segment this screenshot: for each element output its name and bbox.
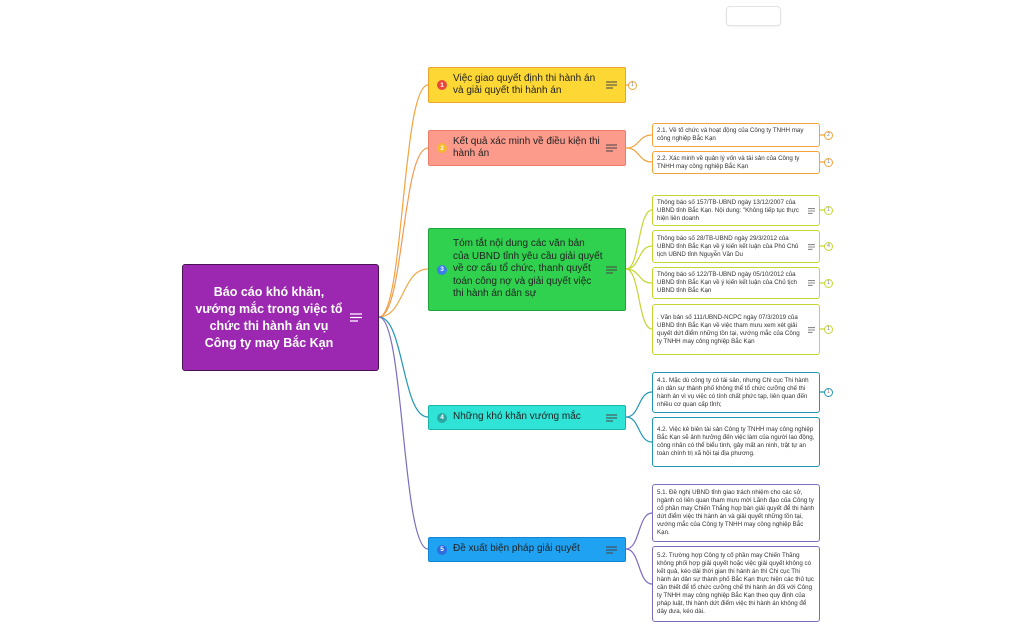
subtopic-text: Thông báo số 28/TB-UBND ngày 29/3/2012 c… (657, 234, 799, 258)
main-topic-5[interactable]: 5 Đề xuất biện pháp giải quyết (428, 537, 626, 562)
notes-icon[interactable] (808, 326, 815, 333)
subtopic-text: Thông báo số 122/TB-UBND ngày 05/10/2012… (657, 271, 797, 294)
notes-icon[interactable] (606, 81, 617, 89)
subtopic-3-2[interactable]: Thông báo số 28/TB-UBND ngày 29/3/2012 c… (652, 230, 820, 263)
main-topic-2[interactable]: 2 Kết quả xác minh về điều kiện thi hành… (428, 130, 626, 166)
main-topic-title: Tóm tắt nội dung các văn bản của UBND tỉ… (453, 238, 603, 300)
connector-line (625, 548, 653, 585)
priority-marker-icon[interactable]: 3 (437, 264, 447, 275)
collapsed-count-badge[interactable]: 1 (824, 325, 833, 334)
subtopic-text: 2.2. Xác minh về quản lý vốn và tài sản … (657, 154, 800, 170)
main-topic-title: Việc giao quyết định thi hành án và giải… (453, 72, 596, 97)
notes-icon[interactable] (808, 243, 815, 250)
notes-icon[interactable] (606, 545, 617, 554)
subtopic-text: 4.1. Mặc dù công ty có tài sản, nhưng Ch… (657, 376, 809, 408)
subtopic-3-3[interactable]: Thông báo số 122/TB-UBND ngày 05/10/2012… (652, 267, 820, 299)
subtopic-2-2[interactable]: 2.2. Xác minh về quản lý vốn và tài sản … (652, 151, 820, 174)
collapsed-count-badge[interactable]: 1 (824, 279, 833, 288)
main-topic-3[interactable]: 3 Tóm tắt nội dung các văn bản của UBND … (428, 228, 626, 311)
top-floating-panel[interactable] (726, 6, 781, 26)
subtopic-text: 5.1. Đề nghị UBND tỉnh giao trách nhiệm … (657, 489, 815, 536)
connector-line (378, 84, 429, 318)
subtopic-3-1[interactable]: Thông báo số 157/TB-UBND ngày 13/12/2007… (652, 195, 820, 226)
connector-line (378, 147, 429, 318)
notes-icon[interactable] (606, 144, 617, 152)
collapsed-count-badge[interactable]: 1 (824, 388, 833, 397)
connector-line (625, 134, 653, 149)
collapsed-count-badge[interactable]: 1 (824, 158, 833, 167)
priority-marker-icon[interactable]: 5 (437, 544, 447, 555)
main-topic-title: Đề xuất biện pháp giải quyết (453, 543, 580, 555)
collapsed-count-badge[interactable]: 1 (628, 81, 637, 90)
priority-marker-icon[interactable]: 1 (437, 80, 447, 90)
notes-icon[interactable] (606, 265, 617, 274)
notes-icon[interactable] (350, 313, 362, 322)
connector-line (378, 316, 429, 418)
subtopic-text: 5.2. Trường hợp Công ty cổ phần may Chiế… (657, 552, 814, 615)
subtopic-text: 2.1. Về tổ chức và hoạt động của Công ty… (657, 127, 804, 142)
subtopic-4-2[interactable]: 4.2. Việc kê biên tài sản Công ty TNHH m… (652, 417, 820, 467)
main-topic-1[interactable]: 1 Việc giao quyết định thi hành án và gi… (428, 67, 626, 103)
collapsed-count-badge[interactable]: 4 (824, 242, 833, 251)
connector-line (625, 416, 653, 443)
connector-line (625, 147, 653, 163)
subtopic-5-1[interactable]: 5.1. Đề nghị UBND tỉnh giao trách nhiệm … (652, 484, 820, 542)
subtopic-4-1[interactable]: 4.1. Mặc dù công ty có tài sản, nhưng Ch… (652, 372, 820, 413)
connector-line (378, 268, 429, 318)
notes-icon[interactable] (808, 280, 815, 286)
connector-line (625, 512, 653, 550)
notes-icon[interactable] (606, 413, 617, 422)
connector-line (378, 316, 429, 550)
connector-line (625, 245, 653, 270)
subtopic-text: 4.2. Việc kê biên tài sản Công ty TNHH m… (657, 426, 815, 457)
subtopic-text: . Văn bản số 111/UBND-NCPC ngày 07/3/201… (657, 313, 800, 345)
subtopic-text: Thông báo số 157/TB-UBND ngày 13/12/2007… (657, 198, 799, 222)
main-topic-4[interactable]: 4 Những khó khăn vướng mắc (428, 405, 626, 430)
notes-icon[interactable] (808, 207, 815, 214)
collapsed-count-badge[interactable]: 2 (824, 131, 833, 140)
priority-marker-icon[interactable]: 4 (437, 412, 447, 423)
central-topic-title: Báo cáo khó khăn, vướng mắc trong việc t… (195, 284, 343, 350)
connector-line (625, 209, 653, 270)
priority-marker-icon[interactable]: 2 (437, 143, 447, 153)
main-topic-title: Kết quả xác minh về điều kiện thi hành á… (453, 135, 600, 160)
main-topic-title: Những khó khăn vướng mắc (453, 411, 581, 423)
connector-line (625, 391, 653, 418)
subtopic-5-2[interactable]: 5.2. Trường hợp Công ty cổ phần may Chiế… (652, 546, 820, 622)
collapsed-count-badge[interactable]: 1 (824, 206, 833, 215)
connector-line (625, 268, 653, 330)
subtopic-2-1[interactable]: 2.1. Về tổ chức và hoạt động của Công ty… (652, 123, 820, 147)
central-topic[interactable]: Báo cáo khó khăn, vướng mắc trong việc t… (182, 264, 379, 371)
subtopic-3-4[interactable]: . Văn bản số 111/UBND-NCPC ngày 07/3/201… (652, 304, 820, 355)
